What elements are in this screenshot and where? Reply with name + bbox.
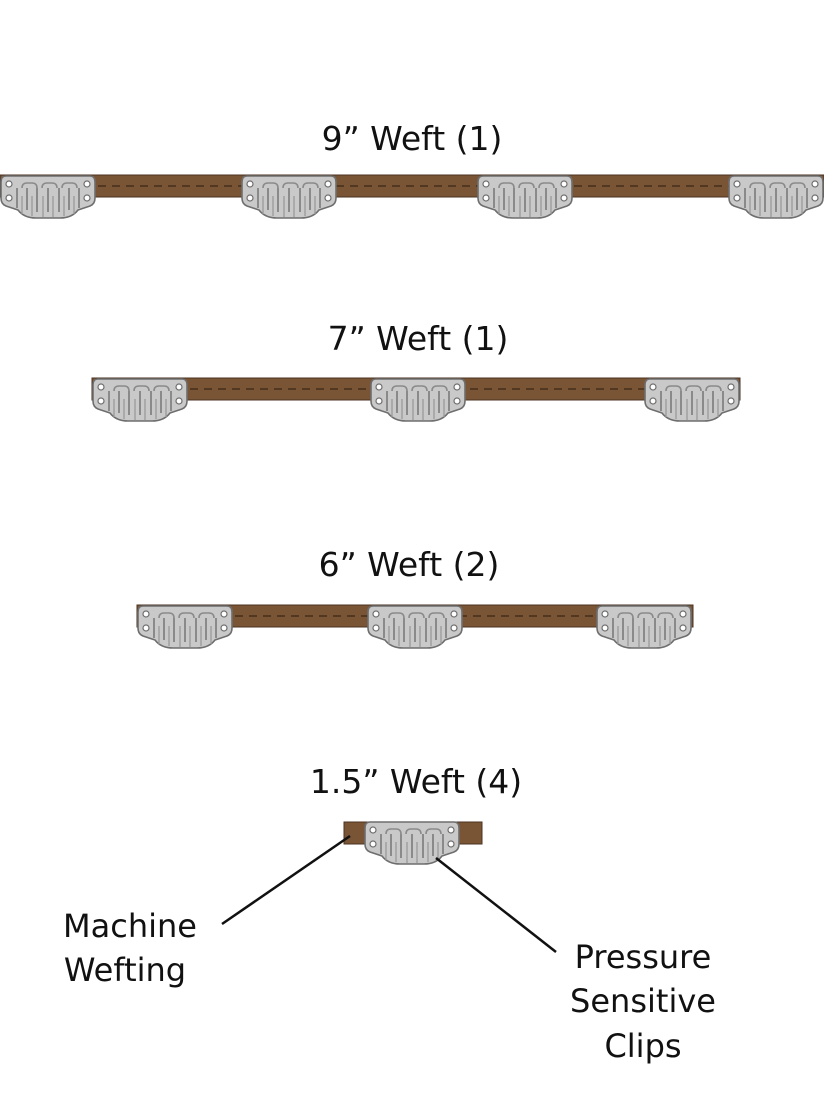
weft-7-clip-1 xyxy=(92,378,188,422)
pressure-clips-line-1: Pressure xyxy=(575,938,712,976)
pressure-clips-line-2: Sensitive xyxy=(570,982,716,1020)
weft-7-strip xyxy=(91,377,741,422)
weft-6-strip xyxy=(136,604,694,649)
weft-9-clip-1 xyxy=(0,175,96,219)
weft-7-clip-3 xyxy=(644,378,740,422)
machine-wefting-leader-line xyxy=(221,834,351,926)
weft-9-clip-2 xyxy=(241,175,337,219)
weft-9-clip-3 xyxy=(477,175,573,219)
machine-wefting-line-2: Wefting xyxy=(64,951,186,989)
machine-wefting-line-1: Machine xyxy=(63,907,197,945)
machine-wefting-label: Machine Wefting xyxy=(63,907,197,989)
weft-1-5-clip xyxy=(364,821,460,865)
weft-6-clip-3 xyxy=(596,605,692,649)
weft-6-title: 6” Weft (2) xyxy=(319,545,500,584)
weft-6-clip-2 xyxy=(367,605,463,649)
weft-6-clip-1 xyxy=(137,605,233,649)
pressure-clips-label: Pressure Sensitive Clips xyxy=(570,938,716,1065)
weft-1-5-title: 1.5” Weft (4) xyxy=(310,762,522,801)
weft-9-strip xyxy=(0,174,824,219)
weft-7-clip-2 xyxy=(370,378,466,422)
pressure-clips-leader-line xyxy=(435,857,557,953)
weft-9-clip-4 xyxy=(728,175,824,219)
weft-9-title: 9” Weft (1) xyxy=(322,119,503,158)
weft-1-5-strip xyxy=(343,821,483,865)
pressure-clips-line-3: Clips xyxy=(604,1027,681,1065)
weft-7-title: 7” Weft (1) xyxy=(328,319,509,358)
